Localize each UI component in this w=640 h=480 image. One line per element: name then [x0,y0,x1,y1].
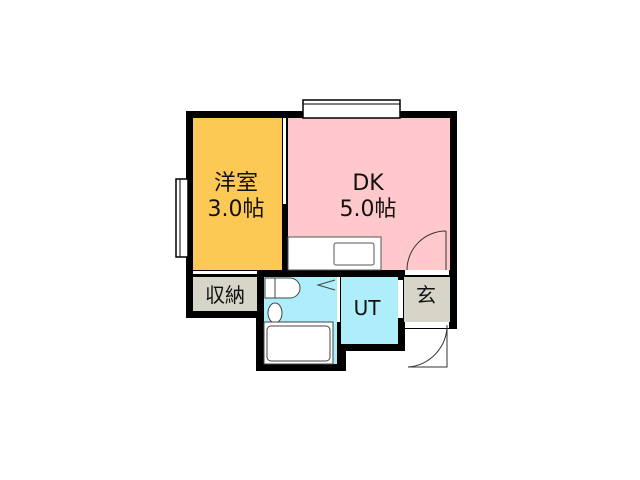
bath-ut-divider [337,277,340,322]
closet-door-line [193,271,257,274]
bathtub [263,321,334,365]
washbasin [267,302,283,324]
ut-room [341,277,398,344]
dk-size: 5.0帖 [340,197,397,222]
dk-name: DK [352,171,384,196]
sink [333,242,375,266]
toilet [264,277,301,299]
top-window [302,99,401,119]
storage-name: 収納 [205,283,245,307]
left-window [175,178,189,258]
partition-gap [283,118,286,204]
entrance-door-gap [405,322,449,328]
entrance-room [404,277,450,322]
ut-door-gap [398,280,403,318]
triangle-mark [316,279,336,291]
storage-room [193,277,257,311]
dk-door-gap [405,270,449,275]
western-room-name: 洋室 [214,171,258,196]
dk-door [406,230,447,271]
entrance-door [407,324,448,368]
western-room-size: 3.0帖 [208,197,265,222]
entrance-name: 玄 [416,283,436,307]
kitchen-counter [287,236,382,271]
ut-name: UT [354,296,382,320]
western-room [193,118,282,270]
